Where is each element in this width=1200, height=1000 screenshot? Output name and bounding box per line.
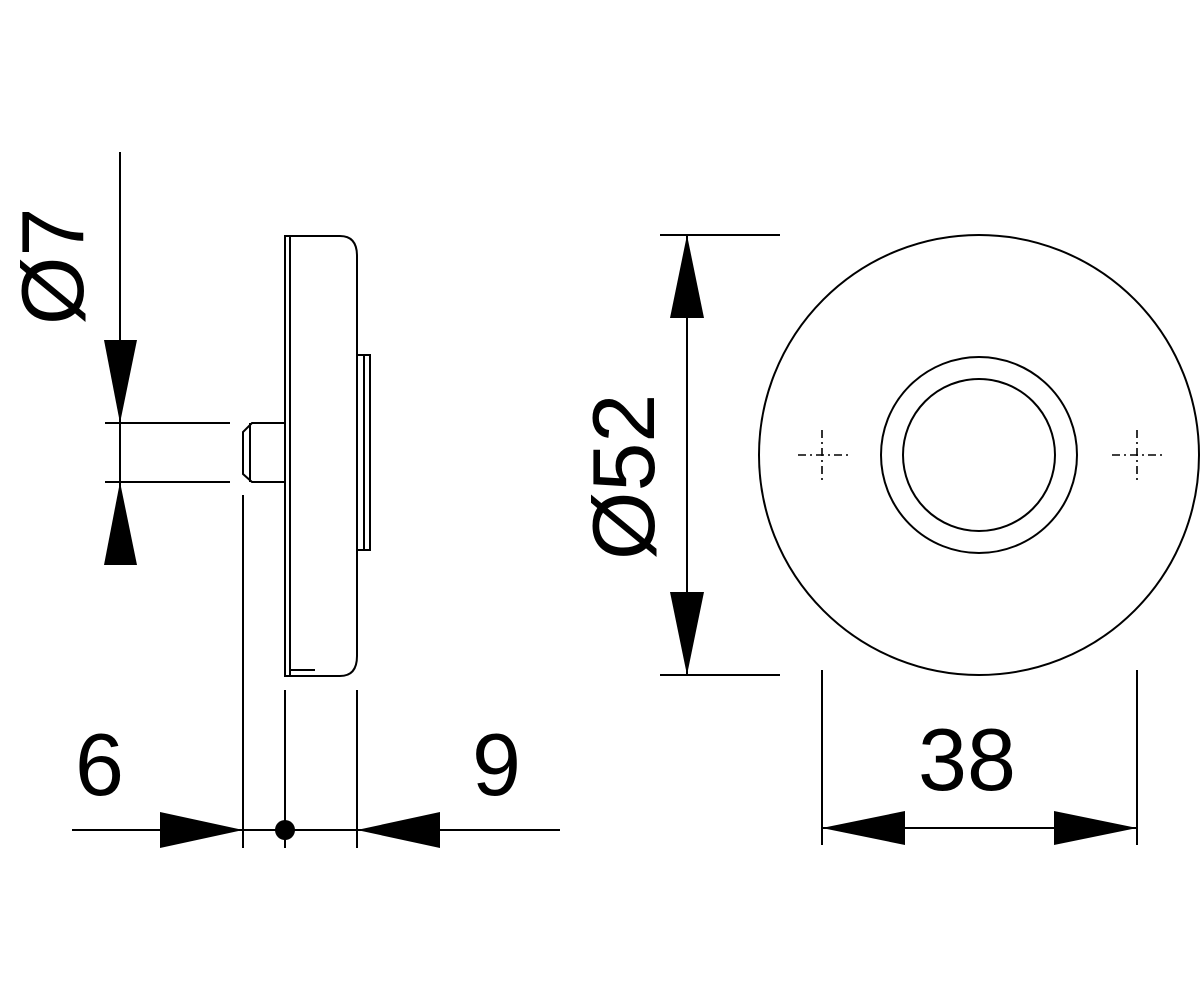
dim6-arrow bbox=[160, 812, 243, 848]
dim9-arrow bbox=[357, 812, 440, 848]
dim38-arrow-left bbox=[822, 811, 905, 845]
dim7-arrow-down bbox=[104, 340, 137, 423]
dim-pin-diameter-label: Ø7 bbox=[3, 208, 102, 325]
rosette-profile bbox=[284, 235, 358, 677]
front-view-arrows bbox=[670, 235, 1137, 845]
screw-hole-marks bbox=[798, 430, 1162, 480]
dim52-arrow-down bbox=[670, 592, 704, 675]
dim-pin-length-label: 6 bbox=[75, 715, 124, 814]
dim-rosette-thickness-label: 9 bbox=[472, 715, 521, 814]
rosette-outer-circle bbox=[758, 234, 1200, 676]
dim-rosette-diameter-label: Ø52 bbox=[574, 394, 673, 560]
side-view bbox=[72, 152, 560, 848]
dim52-arrow-up bbox=[670, 235, 704, 318]
dim-hole-spacing-label: 38 bbox=[918, 710, 1016, 809]
pin-profile bbox=[242, 422, 285, 483]
reference-dot bbox=[275, 820, 295, 840]
collar-outer-circle bbox=[880, 356, 1078, 554]
collar-inner-circle bbox=[902, 378, 1056, 532]
dim38-arrow-right bbox=[1054, 811, 1137, 845]
dim7-arrow-up bbox=[104, 482, 137, 565]
side-view-arrows bbox=[104, 340, 440, 848]
